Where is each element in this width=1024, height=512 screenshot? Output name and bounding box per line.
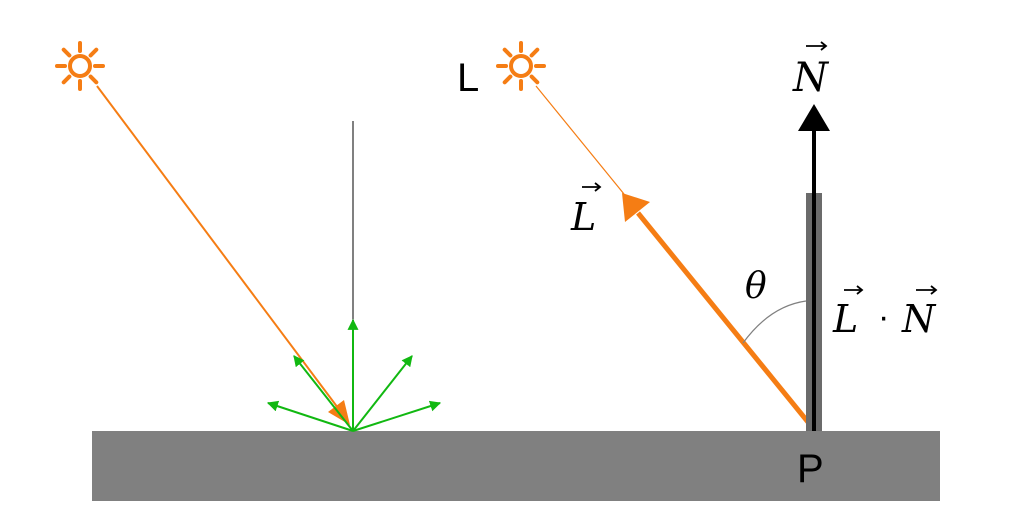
light-vector-arrowhead bbox=[622, 193, 650, 222]
light-label: L bbox=[457, 56, 479, 100]
normal-label: N bbox=[792, 55, 830, 101]
scatter-arrow bbox=[293, 355, 354, 432]
light-vector-shaft bbox=[636, 211, 814, 429]
point-label: P bbox=[797, 447, 824, 491]
scatter-arrow bbox=[266, 400, 354, 432]
light-vector-label: L bbox=[570, 195, 596, 239]
dot-product-left: L bbox=[832, 297, 858, 341]
normal-vector-arrowhead bbox=[798, 104, 830, 131]
vector-arrow-icon bbox=[844, 285, 864, 295]
angle-label: θ bbox=[745, 266, 767, 307]
scatter-arrow bbox=[352, 400, 442, 432]
light-direction-thin-line bbox=[535, 85, 625, 195]
sun-icon-left bbox=[55, 41, 105, 91]
incident-ray bbox=[96, 85, 339, 409]
surface bbox=[92, 431, 940, 501]
angle-arc bbox=[742, 300, 807, 344]
dot-product-right: N bbox=[901, 297, 937, 341]
vector-arrow-icon bbox=[806, 41, 828, 51]
dot-product-operator: · bbox=[878, 298, 889, 336]
vector-arrow-icon bbox=[582, 182, 602, 192]
sun-icon-right bbox=[496, 41, 546, 91]
vector-arrow-icon bbox=[916, 285, 938, 295]
scatter-arrow bbox=[352, 355, 413, 432]
diffuse-scatter-arrows bbox=[266, 318, 442, 432]
